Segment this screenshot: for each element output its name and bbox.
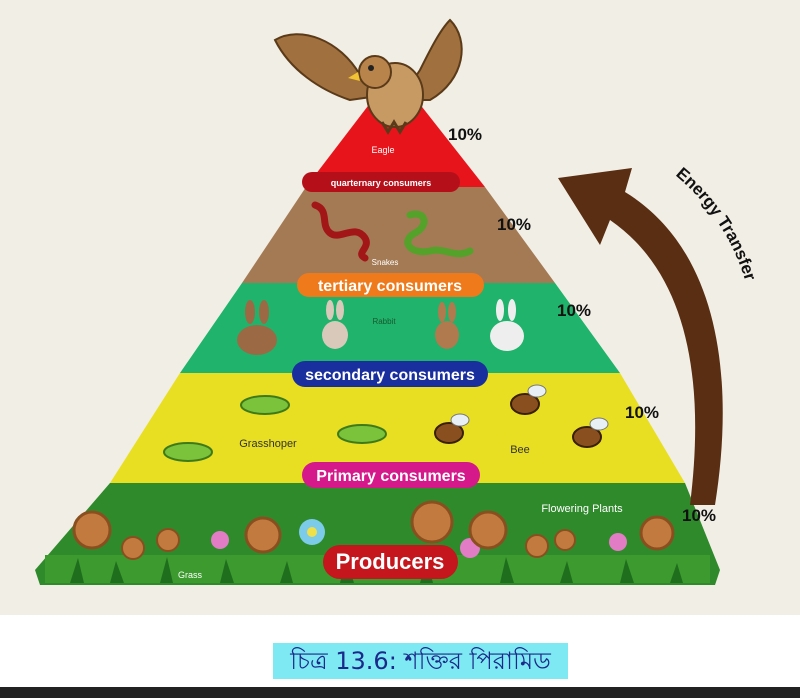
organism-label-flowering-plants: Flowering Plants <box>541 503 623 515</box>
flowering-plants-icon <box>72 500 675 560</box>
percent-label-level-4: 10% <box>497 215 531 234</box>
organism-label-grass: Grass <box>178 570 203 580</box>
percent-label-level-5: 10% <box>448 125 482 144</box>
level-title-quarternary: quarternary consumers <box>331 178 432 188</box>
rabbit-icon <box>237 299 524 355</box>
level-title-primary: Primary consumers <box>316 468 466 485</box>
pill-producers <box>323 545 458 579</box>
bee-icon <box>434 384 609 448</box>
organism-label-rabbit: Rabbit <box>372 317 396 326</box>
pyramid-level-tertiary <box>242 187 555 283</box>
snake-icon <box>311 201 474 262</box>
bottom-bar <box>0 687 800 698</box>
grasshopper-icon <box>163 395 387 462</box>
energy-transfer-arrow-icon <box>558 168 723 505</box>
level-title-tertiary: tertiary consumers <box>318 278 462 295</box>
level-title-producers: Producers <box>336 549 445 574</box>
pill-primary <box>302 462 480 488</box>
pill-secondary <box>292 361 488 387</box>
percent-label-level-1: 10% <box>682 506 716 525</box>
energy-pyramid-diagram: Producers Primary consumers secondary co… <box>35 18 760 585</box>
grass-icon <box>70 557 683 583</box>
pill-quarternary <box>302 172 460 192</box>
eagle-icon <box>273 18 463 135</box>
level-title-secondary: secondary consumers <box>305 367 475 384</box>
diagram-area: Producers Primary consumers secondary co… <box>35 18 760 585</box>
percent-label-level-2: 10% <box>625 403 659 422</box>
organism-label-snakes: Snakes <box>372 258 399 267</box>
figure-caption: চিত্র 13.6: শক্তির পিরামিড <box>273 643 568 679</box>
organism-label-grasshopper: Grasshoper <box>239 438 297 450</box>
pyramid-level-quarternary <box>306 98 485 187</box>
organism-label-eagle: Eagle <box>371 145 394 155</box>
pill-tertiary <box>297 273 484 297</box>
percent-label-level-3: 10% <box>557 301 591 320</box>
organism-label-bee: Bee <box>510 444 530 456</box>
